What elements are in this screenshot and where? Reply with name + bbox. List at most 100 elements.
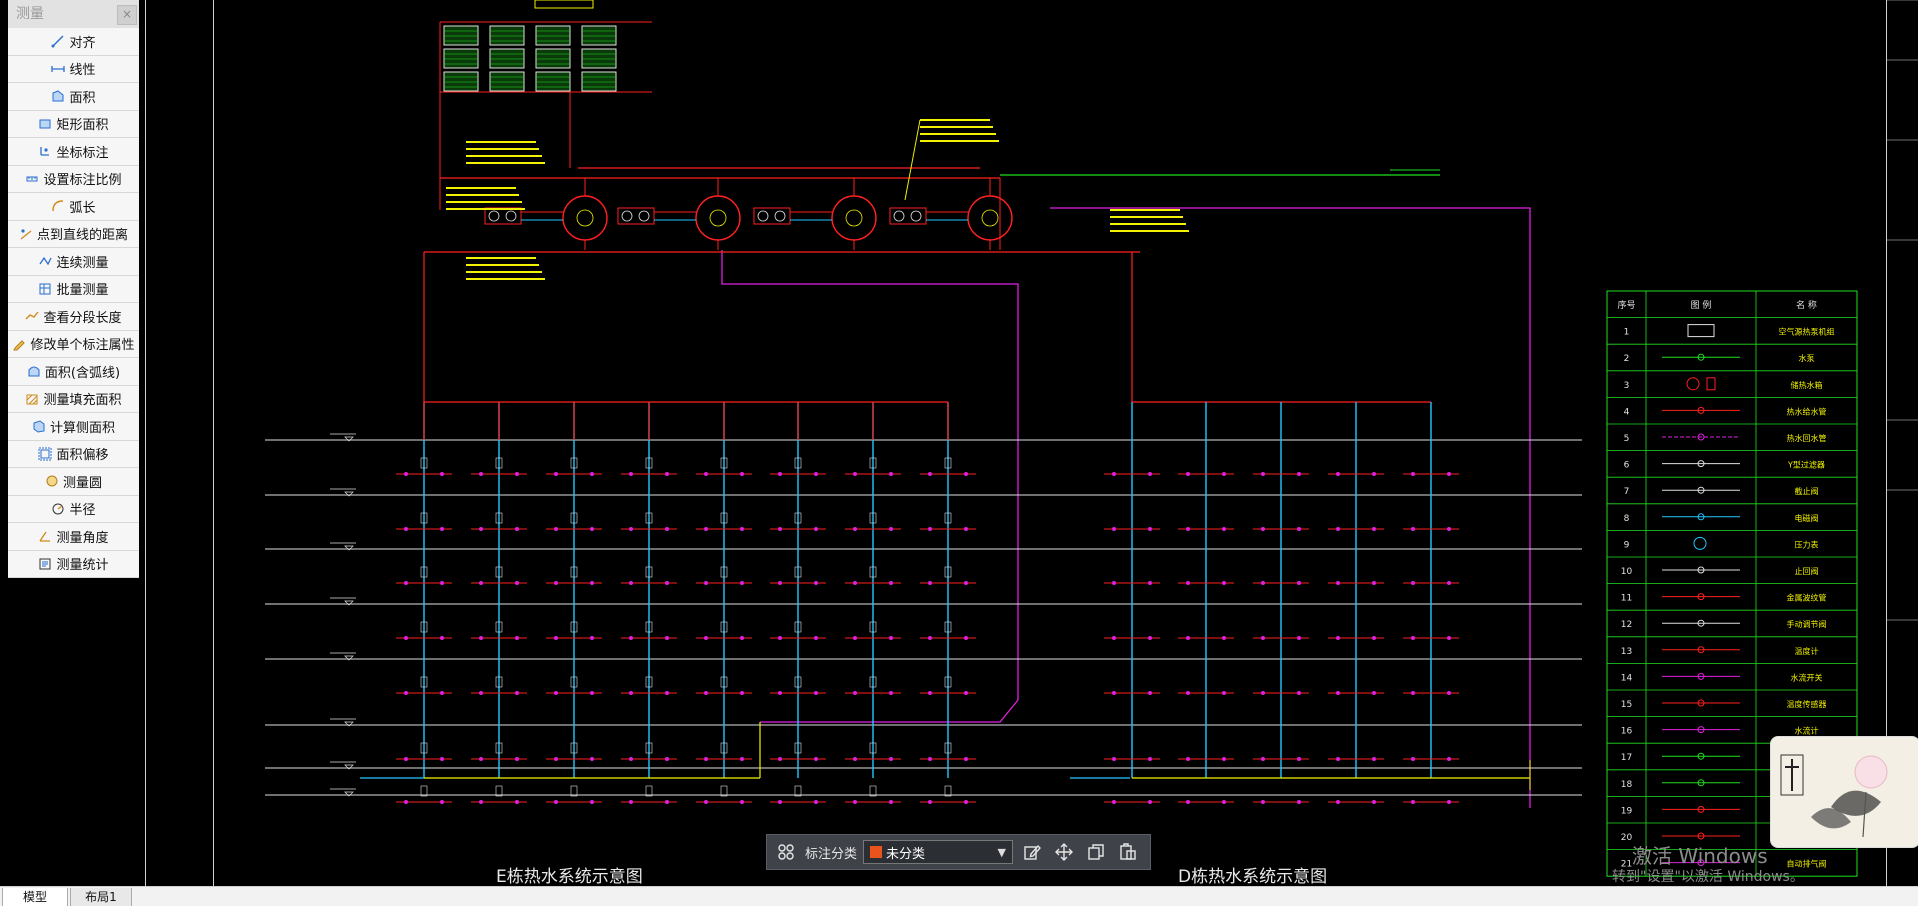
measure-tool-label: 计算侧面积	[49, 420, 115, 436]
riser-tag	[570, 785, 578, 797]
measure-tool-label: 点到直线的距离	[36, 228, 128, 244]
measure-tool-6[interactable]: 设置标注比例	[8, 165, 139, 193]
legend-symbol	[1687, 324, 1715, 338]
valve-dot	[404, 527, 408, 531]
solar-panel	[443, 48, 479, 69]
move-icon[interactable]	[1051, 839, 1077, 865]
riser-tag	[645, 566, 653, 578]
valve-dot	[889, 636, 893, 640]
measure-tool-15[interactable]: 计算侧面积	[8, 413, 139, 441]
valve-dot	[590, 636, 594, 640]
fan	[757, 210, 769, 222]
level-symbol	[344, 600, 354, 606]
valve-dot	[479, 472, 483, 476]
legend-name-cell: 温度传感器	[1787, 699, 1827, 709]
legend-name-cell: 压力表	[1795, 539, 1819, 549]
measure-panel-title: 测量 ×	[8, 0, 139, 28]
valve-dot	[889, 472, 893, 476]
valve-dot	[1336, 800, 1340, 804]
legend-no-cell: 2	[1624, 354, 1630, 364]
measure-tool-16[interactable]: 面积偏移	[8, 440, 139, 468]
riser-tag	[570, 457, 578, 469]
measure-tool-3[interactable]: 面积	[8, 83, 139, 111]
fan	[488, 210, 500, 222]
valve-dot	[554, 472, 558, 476]
valve-dot	[1336, 472, 1340, 476]
riser-tag	[645, 621, 653, 633]
valve-dot	[479, 636, 483, 640]
tab-layout1[interactable]: 布局1	[70, 888, 132, 906]
valve-dot	[1372, 581, 1376, 585]
valve-dot	[1447, 691, 1451, 695]
valve-dot	[1297, 636, 1301, 640]
valve-dot	[1372, 636, 1376, 640]
measure-tool-4[interactable]: 矩形面积	[8, 110, 139, 138]
measure-tool-9[interactable]: 连续测量	[8, 248, 139, 276]
riser-tag	[720, 785, 728, 797]
legend-header-cell: 名 称	[1796, 299, 1817, 311]
measure-tool-5[interactable]: 坐标标注	[8, 138, 139, 166]
measure-tool-8[interactable]: 点到直线的距离	[8, 220, 139, 248]
valve-dot	[1148, 800, 1152, 804]
valve-dot	[1411, 527, 1415, 531]
edit-icon[interactable]	[1019, 839, 1045, 865]
valve-dot	[928, 757, 932, 761]
measure-tool-20[interactable]: 测量统计	[8, 550, 139, 578]
fan	[893, 210, 905, 222]
valve-dot	[479, 757, 483, 761]
legend-no-cell: 14	[1621, 673, 1633, 683]
legend-name-cell: 电磁阀	[1795, 513, 1819, 523]
level-symbol	[344, 436, 354, 442]
tank-inner	[845, 209, 863, 227]
copy-icon[interactable]	[1083, 839, 1109, 865]
caption-d-building: D栋热水系统示意图	[1178, 867, 1328, 887]
valve-dot	[1336, 691, 1340, 695]
legend-no-cell: 9	[1624, 540, 1630, 550]
annotation-category-select[interactable]: 未分类 ▼	[863, 840, 1014, 864]
arc-area-icon	[27, 364, 41, 378]
riser-tag	[794, 621, 802, 633]
legend-symbol-mark	[1697, 805, 1705, 813]
measure-tool-14[interactable]: 测量填充面积	[8, 385, 139, 413]
measure-tool-7[interactable]: 弧长	[8, 193, 139, 221]
riser-tag	[944, 785, 952, 797]
solar-panel	[443, 71, 479, 92]
paste-icon[interactable]	[1115, 839, 1141, 865]
close-icon[interactable]: ×	[117, 5, 137, 25]
legend-symbol-mark	[1697, 353, 1705, 361]
valve-dot	[1186, 581, 1190, 585]
heat-pump-unit	[889, 207, 927, 225]
riser-tag	[869, 621, 877, 633]
measure-tool-10[interactable]: 批量测量	[8, 275, 139, 303]
measure-tool-11[interactable]: 查看分段长度	[8, 303, 139, 331]
tank-inner	[981, 209, 999, 227]
valve-dot	[1186, 757, 1190, 761]
valve-dot	[778, 472, 782, 476]
tab-model[interactable]: 模型	[2, 888, 68, 906]
solar-panel	[535, 48, 571, 69]
valve-dot	[1112, 581, 1116, 585]
valve-dot	[704, 691, 708, 695]
solar-panel	[535, 25, 571, 46]
measure-tool-12[interactable]: 修改单个标注属性	[8, 330, 139, 358]
measure-tool-13[interactable]: 面积(含弧线)	[8, 358, 139, 386]
valve-dot	[928, 472, 932, 476]
grid-icon[interactable]	[773, 839, 799, 865]
riser-tag	[495, 457, 503, 469]
measure-tool-19[interactable]: 测量角度	[8, 523, 139, 551]
measure-tool-label: 测量圆	[62, 475, 102, 491]
valve-dot	[778, 581, 782, 585]
valve-dot	[704, 472, 708, 476]
riser-tag	[794, 512, 802, 524]
valve-dot	[1297, 757, 1301, 761]
legend-name-cell: Y型过滤器	[1787, 460, 1825, 470]
measure-tool-list: 对齐线性面积矩形面积坐标标注设置标注比例弧长点到直线的距离连续测量批量测量查看分…	[8, 28, 139, 578]
legend-symbol	[1686, 377, 1700, 391]
measure-tool-2[interactable]: 线性	[8, 55, 139, 83]
measure-tool-18[interactable]: 半径	[8, 495, 139, 523]
measure-tool-17[interactable]: 测量圆	[8, 468, 139, 496]
measure-tool-1[interactable]: 对齐	[8, 28, 139, 56]
valve-dot	[778, 757, 782, 761]
measure-tool-label: 面积偏移	[56, 448, 109, 464]
